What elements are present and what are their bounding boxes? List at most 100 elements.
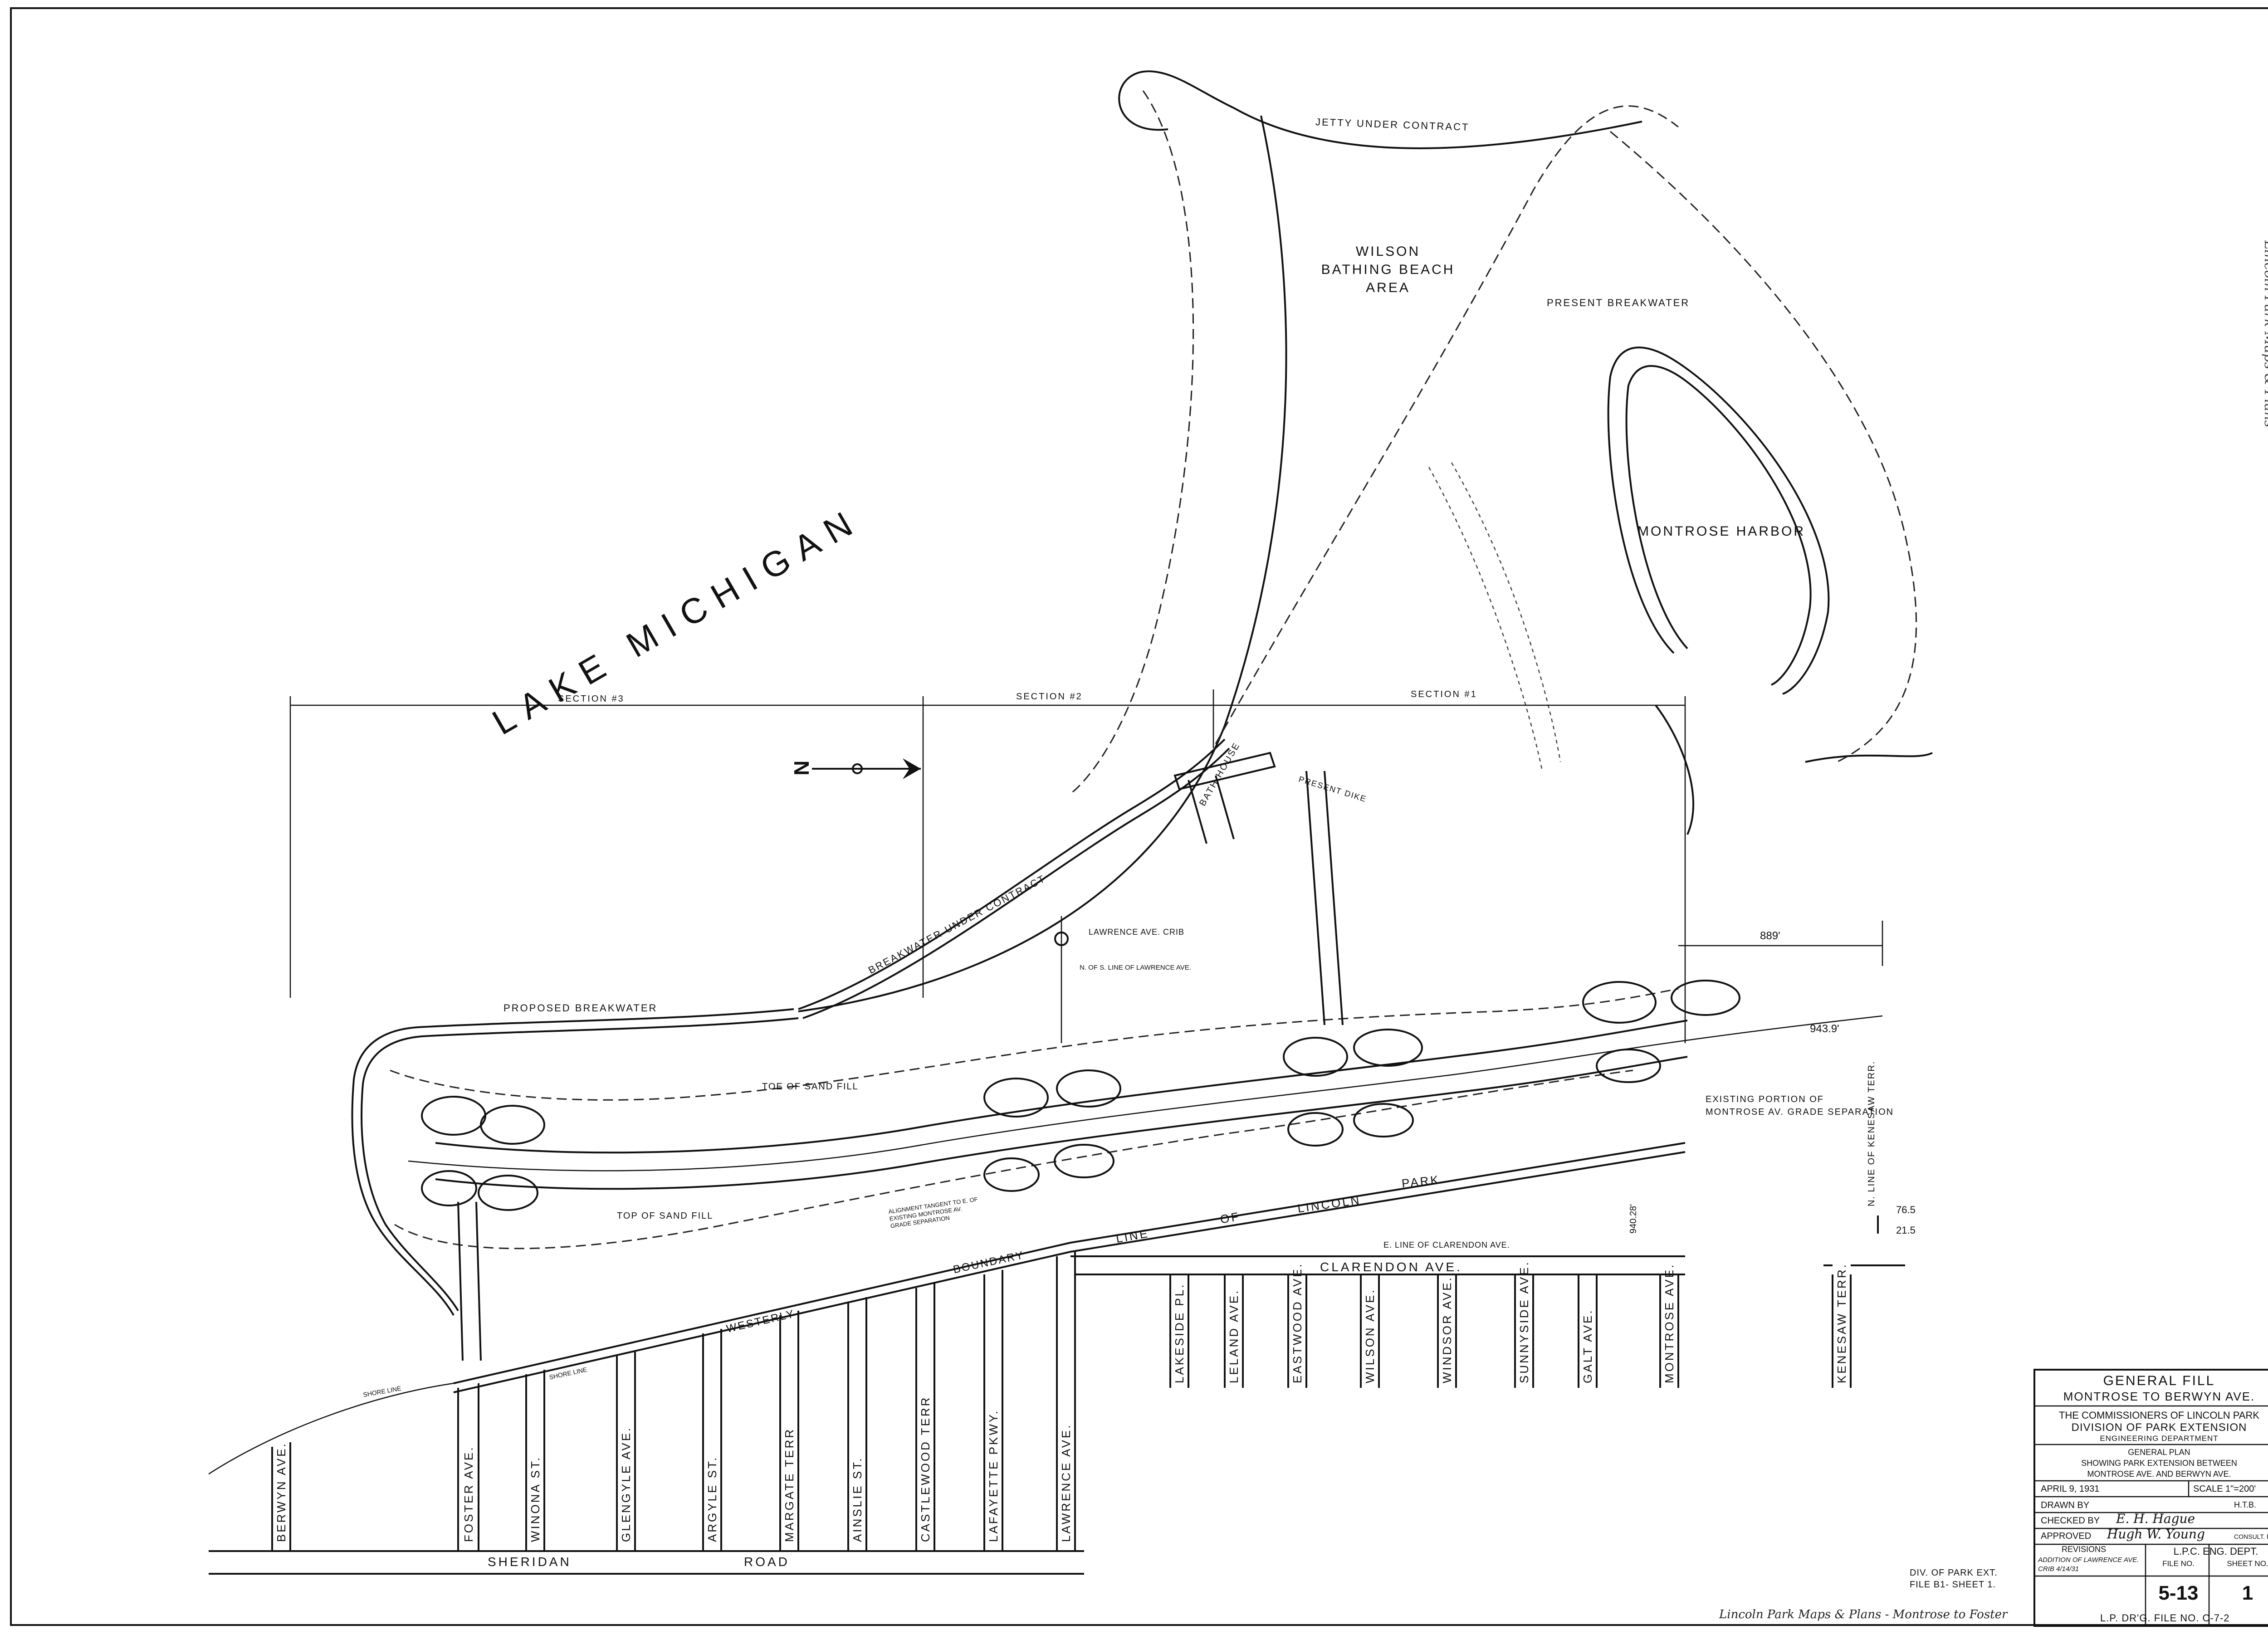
- wilson-beach-shoreline: [798, 115, 1287, 1012]
- foster-loop-se: [478, 1175, 538, 1211]
- desc-line-2: SHOWING PARK EXTENSION BETWEEN: [2081, 1459, 2237, 1468]
- street-margate: MARGATE TERR: [782, 1427, 796, 1542]
- montrose-loop-s: [1596, 1049, 1661, 1083]
- sand-fill-outline: [390, 988, 1679, 1249]
- sheet-no-value: 1: [2242, 1582, 2253, 1604]
- checked-by-label: CHECKED BY: [2041, 1516, 2100, 1526]
- old-shore-dashed: [1070, 90, 1194, 795]
- shore-line: [208, 1382, 454, 1475]
- street-lawrence: LAWRENCE AVE.: [1059, 1423, 1073, 1542]
- drawn-by-initials: H.T.B.: [2234, 1500, 2257, 1509]
- westerly-boundary: [453, 1142, 1686, 1384]
- montrose-loop-n: [1582, 981, 1657, 1024]
- title-line-1: GENERAL FILL: [2103, 1373, 2215, 1388]
- bottom-handwriting: Lincoln Park Maps & Plans - Montrose to …: [1719, 1608, 2008, 1621]
- park-drive-north: [435, 1020, 1688, 1154]
- existing-portion-label: EXISTING PORTION OF MONTROSE AV. GRADE S…: [1706, 1093, 1894, 1118]
- lawrence-crib-label: LAWRENCE AVE. CRIB: [1089, 927, 1185, 937]
- present-breakwater-line: [1215, 105, 1679, 744]
- wilson-beach-line-3: AREA: [1366, 280, 1410, 295]
- bath-house-road: [1305, 771, 1344, 1025]
- street-kenesaw: KENESAW TERR.: [1835, 1263, 1848, 1383]
- sheet-no-label: SHEET NO.: [2227, 1559, 2268, 1568]
- sheridan-label: SHERIDAN: [488, 1555, 572, 1569]
- lawrence-loop-ne: [1056, 1069, 1121, 1108]
- kenesaw-grid: [1823, 1215, 1905, 1388]
- north-label: N: [790, 760, 813, 776]
- checked-by-signature: E. H. Hague: [2116, 1511, 2195, 1526]
- street-leland: LELAND AVE.: [1227, 1288, 1241, 1383]
- toe-sand-fill-label: TOE OF SAND FILL: [762, 1082, 859, 1092]
- file-no-value: 5-13: [2158, 1582, 2199, 1604]
- org-line-1: THE COMMISSIONERS OF LINCOLN PARK: [2058, 1410, 2260, 1421]
- street-montrose: MONTROSE AVE.: [1662, 1263, 1676, 1383]
- existing-portion-line-2: MONTROSE AV. GRADE SEPARATION: [1706, 1107, 1894, 1117]
- div-park-line-2: FILE B1- SHEET 1.: [1910, 1580, 1996, 1590]
- file-no-label: FILE NO.: [2162, 1559, 2195, 1568]
- lawrence-crib-note: N. OF S. LINE OF LAWRENCE AVE.: [1080, 964, 1191, 971]
- breakwater-under-contract: [351, 1008, 794, 1316]
- margin-handwriting: Lincoln Park Maps & Plans: [2261, 240, 2268, 428]
- wilson-loop-n: [1283, 1037, 1348, 1077]
- north-arrow: [812, 758, 921, 779]
- section-3-label: SECTION #3: [558, 694, 625, 704]
- lawrence-crib-symbol: [1054, 916, 1069, 1043]
- lower-street-grid: [271, 1252, 1076, 1551]
- clarendon-label: CLARENDON AVE.: [1320, 1260, 1462, 1274]
- proposed-breakwater-label: PROPOSED BREAKWATER: [503, 1002, 658, 1014]
- approved-label: APPROVED: [2041, 1531, 2092, 1541]
- title-block: [2033, 1369, 2268, 1627]
- div-park-note: DIV. OF PARK EXT. FILE B1- SHEET 1.: [1910, 1567, 1998, 1591]
- street-castlewood: CASTLEWOOD TERR: [919, 1396, 932, 1542]
- upper-street-grid: [1169, 1274, 1679, 1388]
- montrose-harbor-label: MONTROSE HARBOR: [1637, 524, 1806, 539]
- foster-loop-sw: [421, 1170, 477, 1206]
- date-field: APRIL 9, 1931: [2041, 1484, 2100, 1494]
- lawrence-loop-se: [1054, 1144, 1114, 1178]
- top-sand-fill-label: TOP OF SAND FILL: [617, 1211, 714, 1221]
- clarendon-note: E. LINE OF CLARENDON AVE.: [1383, 1240, 1510, 1249]
- street-wilson: WILSON AVE.: [1363, 1288, 1377, 1383]
- lawrence-loop-s: [983, 1157, 1040, 1192]
- org-line-3: ENGINEERING DEPARTMENT: [2100, 1434, 2219, 1443]
- wilson-loop-ne: [1353, 1029, 1423, 1067]
- desc-line-1: GENERAL PLAN: [2128, 1448, 2190, 1457]
- montrose-loop-ne: [1671, 980, 1740, 1016]
- bath-house-building: [1173, 752, 1276, 844]
- dim-889: 889': [1760, 930, 1780, 942]
- section-1-label: SECTION #1: [1411, 689, 1477, 699]
- wilson-loop-se: [1353, 1103, 1414, 1137]
- jetty-line: [1118, 70, 1642, 149]
- breakwater-under-contract-inner: [361, 1017, 799, 1312]
- street-windsor: WINDSOR AVE.: [1440, 1276, 1454, 1383]
- breakwater-slope: [798, 738, 1226, 1010]
- montrose-harbor-basin: [1607, 347, 1830, 695]
- wilson-beach-line-2: BATHING BEACH: [1321, 262, 1455, 277]
- revisions-label: REVISIONS: [2062, 1545, 2107, 1554]
- street-ainslie: AINSLIE ST.: [850, 1456, 864, 1542]
- dept-label: L.P.C. ENG. DEPT.: [2173, 1546, 2258, 1557]
- wilson-beach-line-1: WILSON: [1355, 244, 1421, 259]
- street-glengyle: GLENGYLE AVE.: [619, 1426, 633, 1542]
- foster-loop-nw: [421, 1096, 486, 1136]
- harbor-dotted-path: [1428, 462, 1561, 771]
- present-breakwater-label: PRESENT BREAKWATER: [1547, 297, 1690, 308]
- montrose-harbor-basin-inner: [1625, 365, 1812, 686]
- org-line-2: DIVISION OF PARK EXTENSION: [2071, 1421, 2247, 1434]
- harbor-entrance-loop: [1655, 704, 1933, 835]
- breakwater-slope-inner: [802, 747, 1230, 1019]
- drg-file-no: L.P. DR'G. FILE NO. C-7-2: [2100, 1612, 2230, 1624]
- section-2-label: SECTION #2: [1016, 692, 1083, 702]
- street-sunnyside: SUNNYSIDE AVE.: [1517, 1260, 1531, 1383]
- westerly-boundary-2: [453, 1151, 1686, 1393]
- dim-9439: 943.9': [1810, 1023, 1839, 1035]
- harbor-outer-dashed: [1610, 131, 1917, 763]
- road-label: ROAD: [744, 1555, 790, 1569]
- revision-note: ADDITION OF LAWRENCE AVE. CRIB 4/14/31: [2038, 1556, 2139, 1573]
- street-winona: WINONA ST.: [528, 1455, 542, 1542]
- foster-approach-road: [457, 1201, 482, 1361]
- park-drive-south: [435, 1056, 1688, 1190]
- street-argyle: ARGYLE ST.: [705, 1455, 719, 1542]
- approved-signature: Hugh W. Young: [2107, 1527, 2205, 1542]
